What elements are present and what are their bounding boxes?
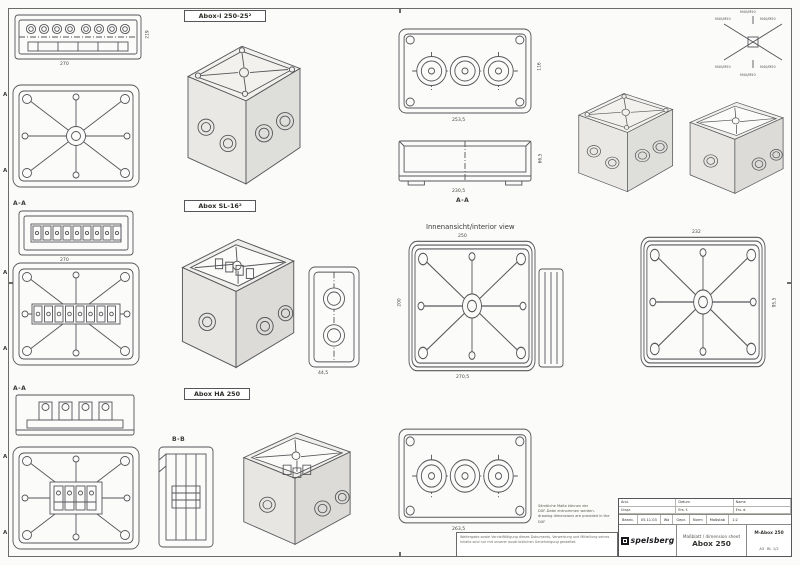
section-cut-mark-a: A [3,270,8,276]
drawing-subtitle: Maßblatt / dimension sheet [682,533,741,539]
titleblock-bearb-name: Wa [661,515,674,524]
section-cut-mark-a: A [3,92,8,98]
front-view-abox-250 [12,84,140,188]
titleblock-bearb-label: Bearb. [619,515,638,524]
paper-format: A3 [759,546,765,551]
document-number: M-Abox 250 [754,530,784,536]
titleblock-cell: Datum [676,499,734,507]
titleblock-cell: Ers. f. [676,506,734,514]
part-label: Abox HA 250 [193,390,241,398]
terminal-top-view-abox-sl16 [18,210,134,256]
titleblock-scale-label: Maßstab [707,515,730,524]
section-cut-mark-a: A [3,530,8,536]
copyright-note: Weitergabe sowie Vervielfältigung dieses… [456,532,618,557]
sheet-info: A3 Bl. 1/2 [759,547,778,551]
titleblock-titles: Maßblatt / dimension sheet Abox 250 [677,525,747,556]
dimension-label: 200 [397,298,403,307]
part-labelbox-abox-ha250: Abox HA 250 [184,388,250,400]
dimension-label: 270 [60,258,69,263]
titleblock-cell: Name [733,499,791,507]
dimension-label: 270 [60,62,69,67]
gland-code-label: M40/M50 [715,65,731,69]
iso-view-abox-sl16 [168,222,302,374]
titleblock-norm-label: Norm [690,515,707,524]
gland-code-label: M40/M50 [715,17,731,21]
note-line: DXF-Datei entnommen werden. [538,509,595,514]
iso-view-open-box [678,90,790,198]
iso-view-abox-ha250 [230,418,358,550]
iso-view-abox-250 [168,30,304,190]
part-labelbox-abox-sl16: Abox SL-16² [184,200,256,212]
spelsberg-logo-icon [620,536,629,545]
section-cut-mark-a: A [3,168,8,174]
terminal-top-view-abox-ha250 [15,394,135,440]
titleblock-cell: Urspr. [619,506,677,514]
sheet-number: Bl. 1/2 [767,546,779,551]
notes-block: Sämtliche Maße können der DXF-Datei entn… [538,504,616,525]
dimension-label: 250 [458,234,467,239]
titleblock-main-row: spelsberg Maßblatt / dimension sheet Abo… [619,525,791,556]
part-labelbox-abox-i-250: Abox-i 250-25² [184,10,266,22]
titleblock-cell: Änd. [619,499,677,507]
section-label-aa: A-A [13,385,27,392]
dimension-label: 263,5 [452,527,466,532]
spelsberg-logo: spelsberg [619,525,677,556]
side-view-glands [308,266,360,368]
note-line: Sämtliche Maße können der [538,504,589,508]
dimension-label: 253,5 [452,118,466,123]
frame-center-tick [787,282,792,284]
gland-front-view-bottom [398,428,532,524]
titleblock-approval-row: Bearb. 05.11.03 Wa Gepr. Norm Maßstab 1:… [619,515,791,525]
dimension-label: 219 [145,30,151,39]
section-cut-mark-a: A [3,454,8,460]
titleblock-scale-value: 1:2 [732,517,738,522]
section-label-aa: A-A [13,200,27,207]
frame-center-tick [8,282,13,284]
iso-view-closed-box [562,82,676,196]
note-line: drawing dimensions are provided in the D… [538,514,610,524]
top-view-abox-250 [14,14,142,60]
dimension-label: 95,5 [772,297,778,308]
front-view-abox-ha250 [12,446,140,550]
dimension-label: 230,5 [452,189,466,194]
drawing-title: Abox 250 [692,538,731,548]
spelsberg-logo-text: spelsberg [630,536,675,545]
dimension-label: 66,5 [538,153,544,164]
titleblock-cell: Ers. d. [733,506,791,514]
part-label: Abox-i 250-25² [198,12,252,20]
interior-front-view-abox-250 [408,240,536,372]
part-label: Abox SL-16² [198,202,242,210]
gland-code-label: M40/M50 [760,17,776,21]
section-label-aa: A-A [456,197,470,204]
section-view-bb-abox-ha250 [158,446,214,548]
dimension-label: 116 [537,62,543,71]
titleblock-bearb-date: 05.11.03 [638,515,661,524]
dimension-label: 44,5 [318,371,329,376]
gland-front-view-abox-250 [398,28,532,114]
dimension-label: 270,5 [456,375,470,380]
section-cut-mark-a: A [3,346,8,352]
profile-side-view [538,268,564,368]
tray-section-view-abox-250 [398,140,532,186]
titleblock-gepr-label: Gepr. [673,515,690,524]
section-label-bb: B-B [172,436,186,443]
gland-assignment-diagram: M40/M50 M40/M50 M40/M50 M40/M50 M40/M50 … [715,10,783,77]
frame-center-tick [399,552,401,557]
front-view-abox-sl16 [12,262,140,366]
gland-code-label: M40/M50 [760,65,776,69]
titleblock-docinfo: M-Abox 250 A3 Bl. 1/2 [747,525,791,556]
titleblock-revision-grid: Änd. Datum Name Urspr. Ers. f. Ers. d. [619,499,791,515]
gland-code-label: M40/M50 [740,73,756,77]
interior-view-caption: Innenansicht/interior view [426,223,515,231]
titleblock: Änd. Datum Name Urspr. Ers. f. Ers. d. B… [618,498,792,557]
interior-front-view-right [640,236,766,368]
frame-center-tick [399,8,401,13]
dimension-label: 232 [692,230,701,235]
gland-code-label: M40/M50 [740,10,756,14]
